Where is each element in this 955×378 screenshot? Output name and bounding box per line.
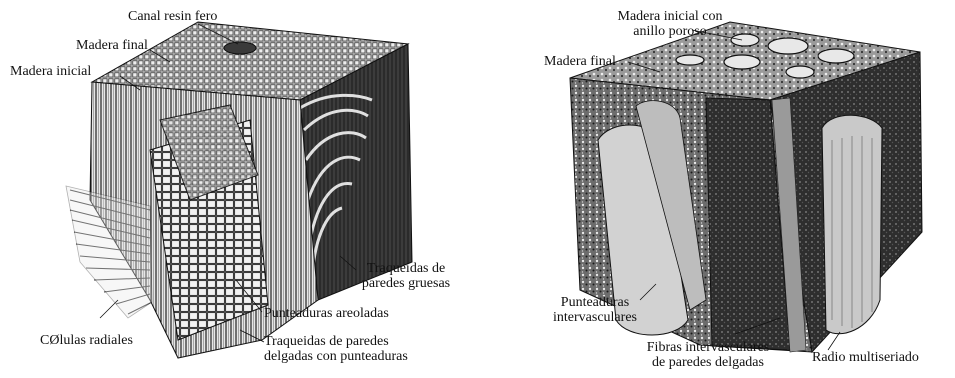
label-madera-inicial-softwood: Madera inicial [10, 64, 91, 79]
label-madera-inicial-poroso-line2: anillo poroso [590, 24, 750, 39]
label-traqueidas-paredes-gruesas: Traqueidas de paredes gruesas [346, 261, 466, 291]
label-madera-inicial-anillo-poroso: Madera inicial con anillo poroso [590, 9, 750, 39]
resin-canal [224, 42, 256, 54]
label-madera-final-hardwood: Madera final [544, 54, 616, 69]
label-traqueidas-paredes-delgadas: Traqueidas de paredes delgadas con punte… [264, 334, 408, 364]
label-celulas-radiales: CØlulas radiales [40, 333, 133, 348]
label-madera-final-softwood: Madera final [76, 38, 148, 53]
label-punteaduras-intervasculares: Punteaduras intervasculares [540, 295, 650, 325]
label-fibras-intervasculares-line1: Fibras intervasculares [628, 340, 788, 355]
label-fibras-intervasculares-line2: de paredes delgadas [628, 355, 788, 370]
label-radio-multiseriado: Radio multiseriado [812, 350, 919, 365]
label-canal-resinifero: Canal resin fero [128, 9, 217, 24]
label-madera-inicial-poroso-line1: Madera inicial con [590, 9, 750, 24]
label-traqueidas-paredes-gruesas-line2: paredes gruesas [346, 276, 466, 291]
label-punteaduras-areoladas: Punteaduras areoladas [264, 306, 389, 321]
label-traqueidas-paredes-delgadas-line1: Traqueidas de paredes [264, 334, 408, 349]
label-fibras-intervasculares: Fibras intervasculares de paredes delgad… [628, 340, 788, 370]
label-traqueidas-paredes-gruesas-line1: Traqueidas de [346, 261, 466, 276]
label-traqueidas-paredes-delgadas-line2: delgadas con punteaduras [264, 349, 408, 364]
label-punteaduras-intervasculares-line2: intervasculares [540, 310, 650, 325]
label-punteaduras-intervasculares-line1: Punteaduras [540, 295, 650, 310]
